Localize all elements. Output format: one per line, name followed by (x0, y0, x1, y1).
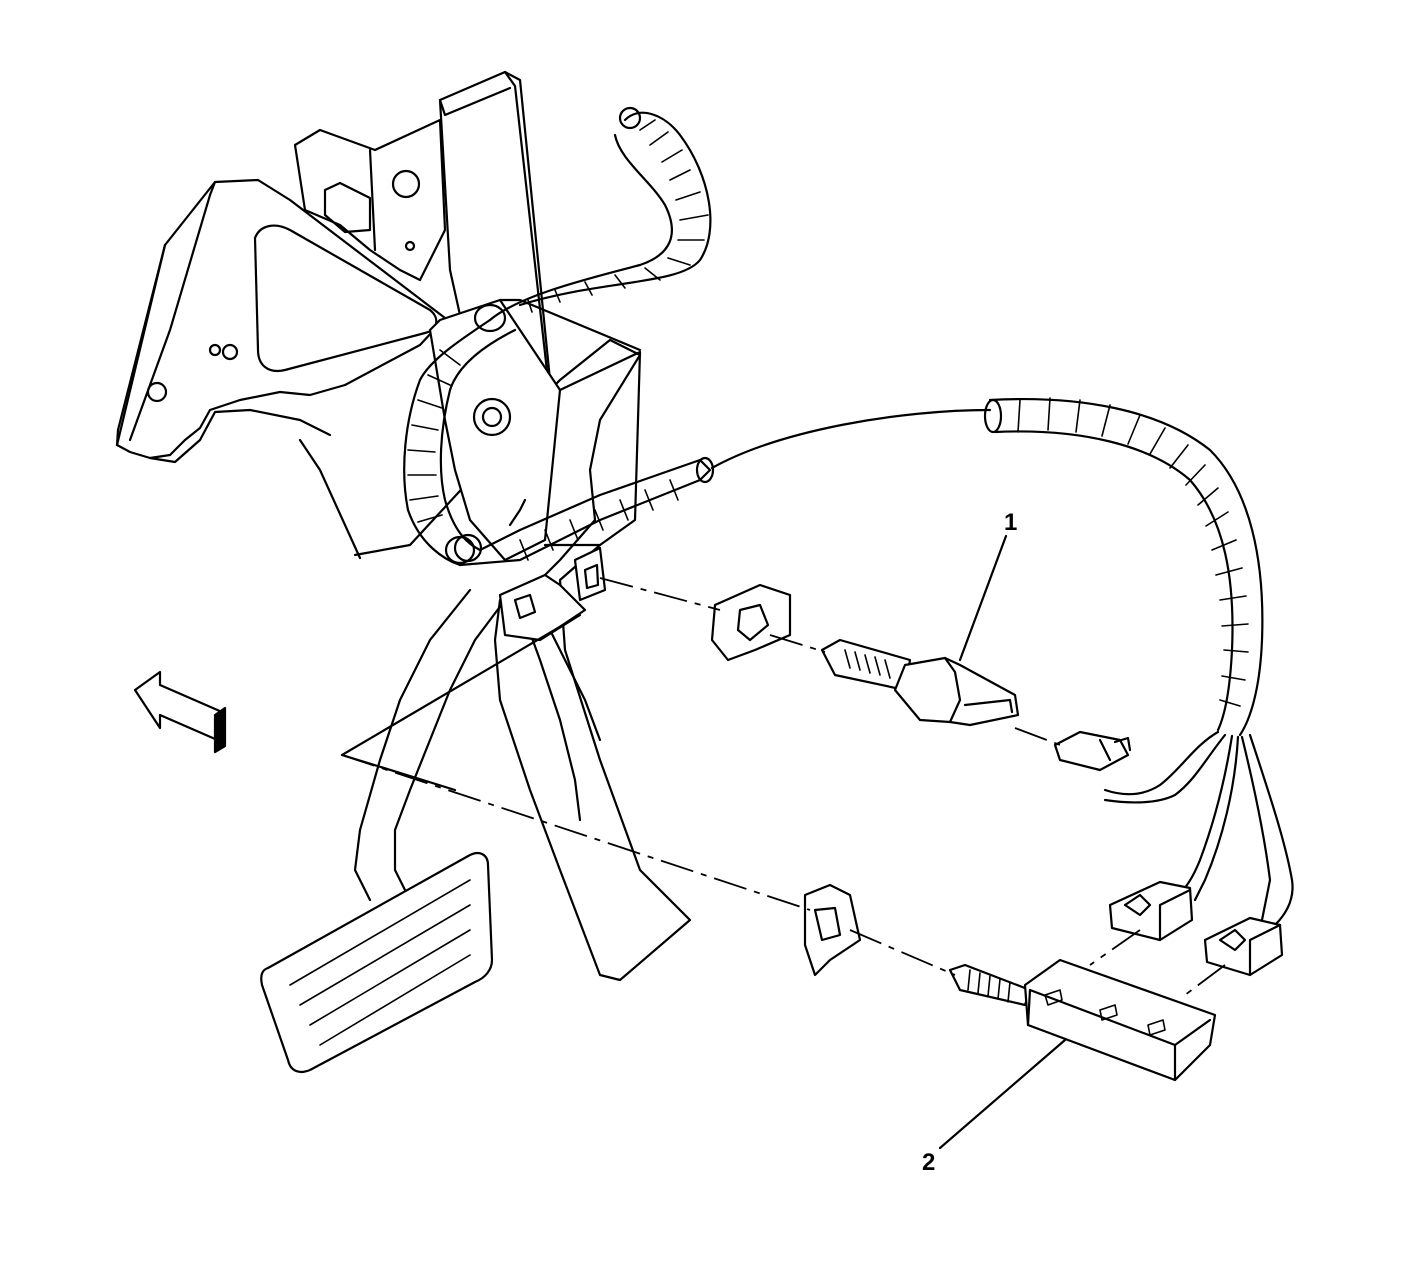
centerlines (341, 577, 1226, 996)
callout-2: 2 (922, 1149, 935, 1176)
harness-loop-right (710, 397, 1294, 927)
retainer-clip-lower (803, 883, 862, 977)
forward-arrow-icon (133, 670, 227, 754)
reference-plane (340, 613, 582, 792)
brake-pedal-pad (260, 851, 494, 1074)
retainer-clip-upper (710, 583, 792, 662)
callout-1: 1 (1004, 509, 1017, 536)
connector-lower-right (1203, 916, 1284, 977)
wiring-harness (403, 106, 715, 567)
pedal-bracket (115, 70, 642, 607)
callout-leaders (938, 534, 1067, 1150)
connector-lower-left (1108, 880, 1194, 942)
cruise-release-switch (948, 958, 1217, 1082)
connector-upper (1053, 730, 1132, 772)
brake-light-switch (820, 638, 1020, 727)
switch-mount-tabs (498, 546, 607, 642)
